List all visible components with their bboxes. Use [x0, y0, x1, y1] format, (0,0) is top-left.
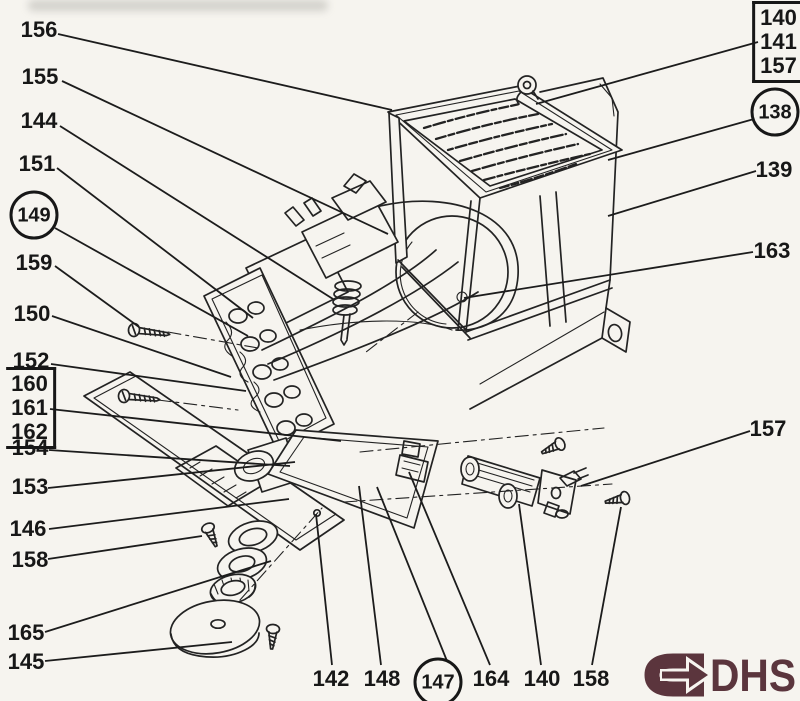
part-callout-158R: 158: [572, 666, 610, 691]
washer-stack-art: [216, 520, 279, 581]
part-callout-145: 145: [7, 649, 45, 674]
eyelet-screw-art: [516, 75, 539, 105]
leader-line-158R: [591, 506, 622, 666]
leader-line-150: [51, 315, 232, 378]
mounting-plate-art: [267, 429, 439, 529]
part-callout-149: 149: [9, 190, 59, 240]
part-callout-146: 146: [9, 516, 47, 541]
leader-line-151: [56, 167, 254, 319]
part-callout-148: 148: [363, 666, 401, 691]
leader-line-156: [57, 33, 393, 111]
leader-line-152: [50, 363, 247, 392]
leader-line-154: [48, 449, 291, 467]
part-callout-165: 165: [7, 620, 45, 645]
part-callout-163: 163: [753, 238, 791, 263]
part-label-140: 140: [760, 5, 797, 30]
leader-line-146: [48, 498, 290, 530]
leader-line-160-162: [49, 408, 342, 442]
part-label-162: 162: [11, 419, 48, 444]
part-label-157: 157: [760, 53, 797, 78]
part-callout-151: 151: [18, 151, 56, 176]
leader-line-149: [54, 227, 249, 337]
cover-box-art: [387, 75, 623, 341]
dhs-logo-text: DHS: [710, 650, 796, 701]
terminal-board-art: [203, 267, 335, 453]
water-valve-art: [460, 455, 589, 519]
part-callout-152: 152: [12, 348, 50, 373]
part-callout-154: 154: [11, 435, 49, 460]
leader-line-147: [376, 486, 448, 662]
leader-line-155: [61, 80, 389, 235]
part-callout-155: 155: [21, 64, 59, 89]
part-callout-150: 150: [13, 301, 51, 326]
part-callout-139: 139: [755, 157, 793, 182]
part-callout-140B: 140: [523, 666, 561, 691]
leader-line-165: [44, 560, 272, 633]
dhs-logo: DHS: [644, 650, 796, 701]
part-callout-158L: 158: [11, 547, 49, 572]
leader-line-148: [358, 485, 382, 666]
part-callout-164: 164: [472, 666, 510, 691]
part-label-141: 141: [760, 29, 797, 54]
bellows-art: [332, 280, 362, 346]
part-label-160: 160: [11, 371, 48, 396]
part-callout-147: 147: [413, 657, 463, 701]
part-callout-159: 159: [15, 250, 53, 275]
leader-line-142: [315, 513, 333, 666]
leader-line-140B: [518, 503, 542, 666]
leader-line-138: [607, 118, 755, 161]
leader-line-164: [408, 471, 491, 666]
fan-shroud-art: [395, 191, 567, 329]
leader-line-159: [54, 265, 140, 328]
part-label-161: 161: [11, 395, 48, 420]
part-callout-144: 144: [20, 108, 58, 133]
label-sheet-art: [403, 98, 603, 190]
dhs-logo-mark: [644, 653, 704, 697]
leader-lines: [44, 33, 759, 666]
alignment-axes-art: [157, 311, 613, 601]
leader-line-153: [47, 461, 296, 489]
leader-line-144: [59, 125, 334, 300]
part-callout-153: 153: [11, 474, 49, 499]
part-callout-157R: 157: [749, 416, 787, 441]
leader-line-145: [44, 641, 233, 662]
leader-line-158L: [47, 535, 203, 560]
grommet-disc-art: [169, 599, 261, 658]
wiring-art: [261, 200, 519, 381]
leader-line-163: [463, 251, 754, 299]
leader-line-140-141-157: [535, 41, 759, 105]
leader-line-139: [607, 170, 757, 217]
part-callout-142: 142: [312, 666, 350, 691]
leader-line-157R: [580, 430, 751, 487]
scan-smudge: [28, 0, 328, 11]
dhs-logo-arrow: [662, 662, 708, 688]
part-callout-156: 156: [20, 17, 58, 42]
part-callout-138: 138: [750, 87, 800, 137]
